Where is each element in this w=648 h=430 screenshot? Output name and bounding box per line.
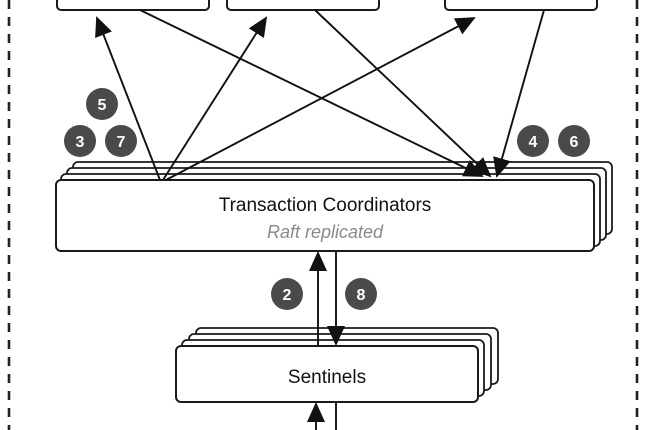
arrow-top-right-to-coordinator (493, 9, 545, 178)
svg-text:5: 5 (98, 97, 107, 114)
step-badge-3: 3 (64, 125, 96, 157)
svg-text:8: 8 (357, 287, 366, 304)
sentinel-box (175, 345, 479, 403)
coordinator-title: Transaction Coordinators (219, 195, 432, 216)
sentinels-stack: Sentinels (175, 327, 499, 403)
step-badge-4: 4 (517, 125, 549, 157)
svg-text:7: 7 (117, 134, 126, 151)
step-badge-6: 6 (558, 125, 590, 157)
step-badge-8: 8 (345, 278, 377, 310)
arrow-coordinator-to-top-left (95, 16, 161, 181)
sentinels-title: Sentinels (288, 367, 366, 388)
step-badge-2: 2 (271, 278, 303, 310)
step-badge-5: 5 (86, 88, 118, 120)
svg-text:3: 3 (76, 134, 85, 151)
svg-text:6: 6 (570, 134, 579, 151)
top-box-right (444, 0, 598, 11)
arrow-coordinator-to-top-right (165, 17, 476, 181)
arrow-coordinator-to-top-middle (162, 16, 268, 181)
coordinator-subtitle: Raft replicated (267, 222, 384, 242)
svg-text:4: 4 (529, 134, 538, 151)
svg-text:2: 2 (283, 287, 292, 304)
top-box-middle (226, 0, 380, 11)
arrow-top-left-to-coordinator (139, 9, 484, 177)
transaction-coordinators-stack: Transaction Coordinators Raft replicated (55, 161, 613, 252)
top-box-left (56, 0, 210, 11)
step-badge-7: 7 (105, 125, 137, 157)
arrow-top-middle-to-coordinator (314, 9, 492, 178)
